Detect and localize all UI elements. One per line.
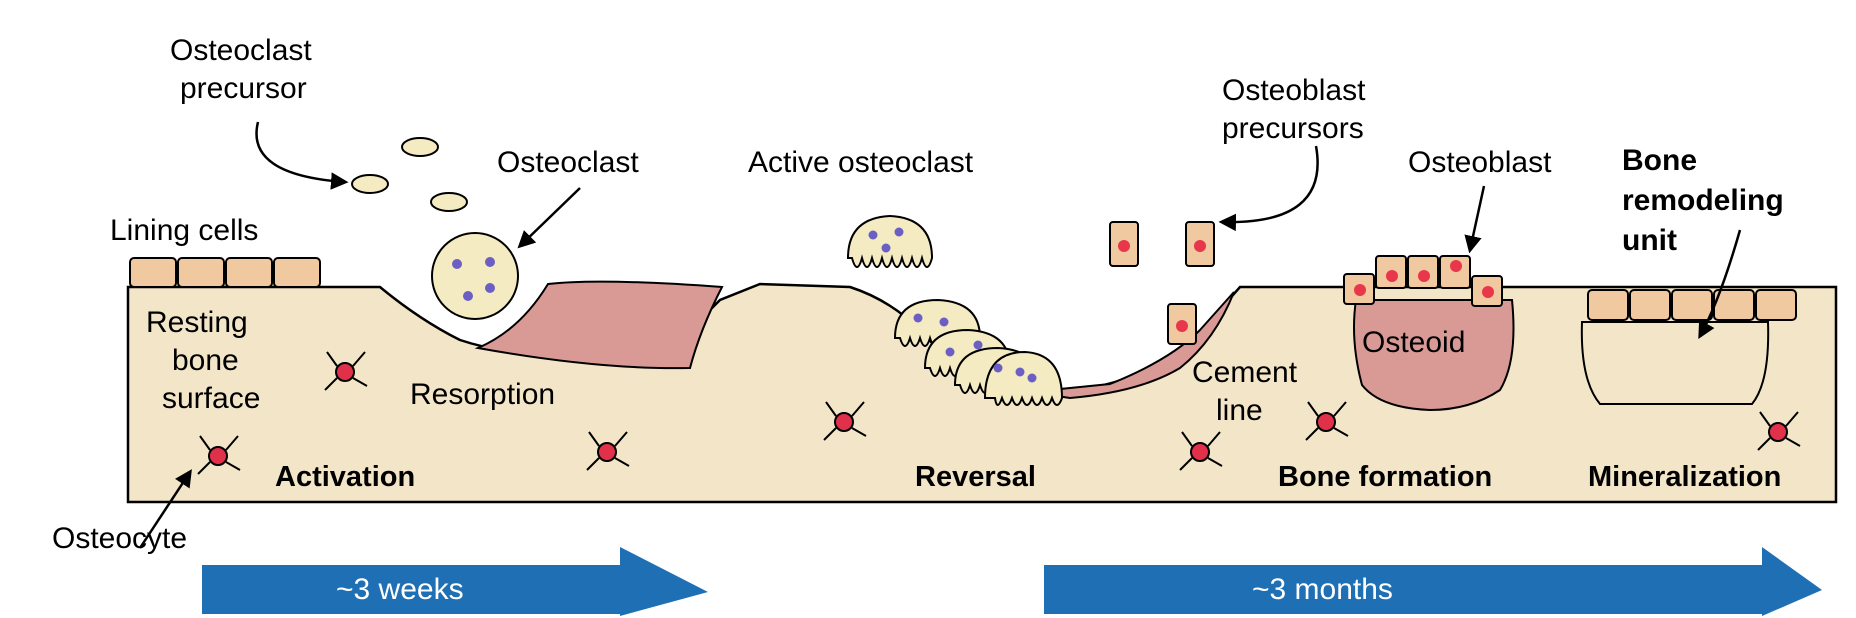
active-osteoclast-nuclei xyxy=(913,313,1037,383)
stage-bone-formation: Bone formation xyxy=(1278,461,1492,493)
label-resting-bone-surface-line1: Resting xyxy=(146,306,248,339)
label-cement-line-line1: Cement xyxy=(1192,356,1298,389)
osteocytes xyxy=(197,351,1801,475)
stage-activation: Activation xyxy=(275,461,415,493)
reversal-matrix-layer xyxy=(1029,291,1235,400)
label-osteoblast-precursors-line1: Osteoblast xyxy=(1222,74,1366,107)
active-osteoclast-group xyxy=(893,298,1064,406)
resorption-pit-matrix xyxy=(474,280,724,370)
label-osteoid: Osteoid xyxy=(1362,326,1465,359)
label-resting-bone-surface-line2: bone xyxy=(172,344,239,377)
label-lining-cells: Lining cells xyxy=(110,214,258,247)
osteoclast-precursor-cells xyxy=(351,137,468,212)
osteoid xyxy=(1353,299,1515,412)
bone-remodeling-unit-outline xyxy=(1580,321,1770,405)
label-osteocyte: Osteocyte xyxy=(52,522,187,555)
lining-cells xyxy=(129,257,1797,321)
stage-reversal: Reversal xyxy=(915,461,1036,493)
label-resorption: Resorption xyxy=(410,378,555,411)
label-osteoclast: Osteoclast xyxy=(497,146,639,179)
timeline-label-weeks: ~3 weeks xyxy=(336,573,464,606)
osteoblast-precursor-cells xyxy=(1109,221,1215,345)
osteoclast-cell xyxy=(431,232,519,320)
label-osteoclast-precursor-line2: precursor xyxy=(180,72,307,105)
label-bone-remodeling-unit-line2: remodeling xyxy=(1622,184,1784,217)
timeline-arrow-months: ~3 months xyxy=(1044,547,1822,616)
label-bone-remodeling-unit-line3: unit xyxy=(1622,224,1677,257)
label-resting-bone-surface-line3: surface xyxy=(162,382,260,415)
label-osteoblast-precursors-line2: precursors xyxy=(1222,112,1364,145)
timeline-arrow-weeks: ~3 weeks xyxy=(202,547,708,616)
active-osteoclast-cell xyxy=(846,214,934,268)
label-cement-line-line2: line xyxy=(1216,394,1263,427)
label-osteoclast-precursor-line1: Osteoclast xyxy=(170,34,312,67)
label-bone-remodeling-unit-line1: Bone xyxy=(1622,144,1697,177)
timeline-label-months: ~3 months xyxy=(1252,573,1393,606)
label-active-osteoclast: Active osteoclast xyxy=(748,146,974,179)
label-osteoblast: Osteoblast xyxy=(1408,146,1552,179)
leader-arrows xyxy=(138,121,1742,549)
stage-mineralization: Mineralization xyxy=(1588,461,1781,493)
osteoblast-cells xyxy=(1343,255,1503,307)
